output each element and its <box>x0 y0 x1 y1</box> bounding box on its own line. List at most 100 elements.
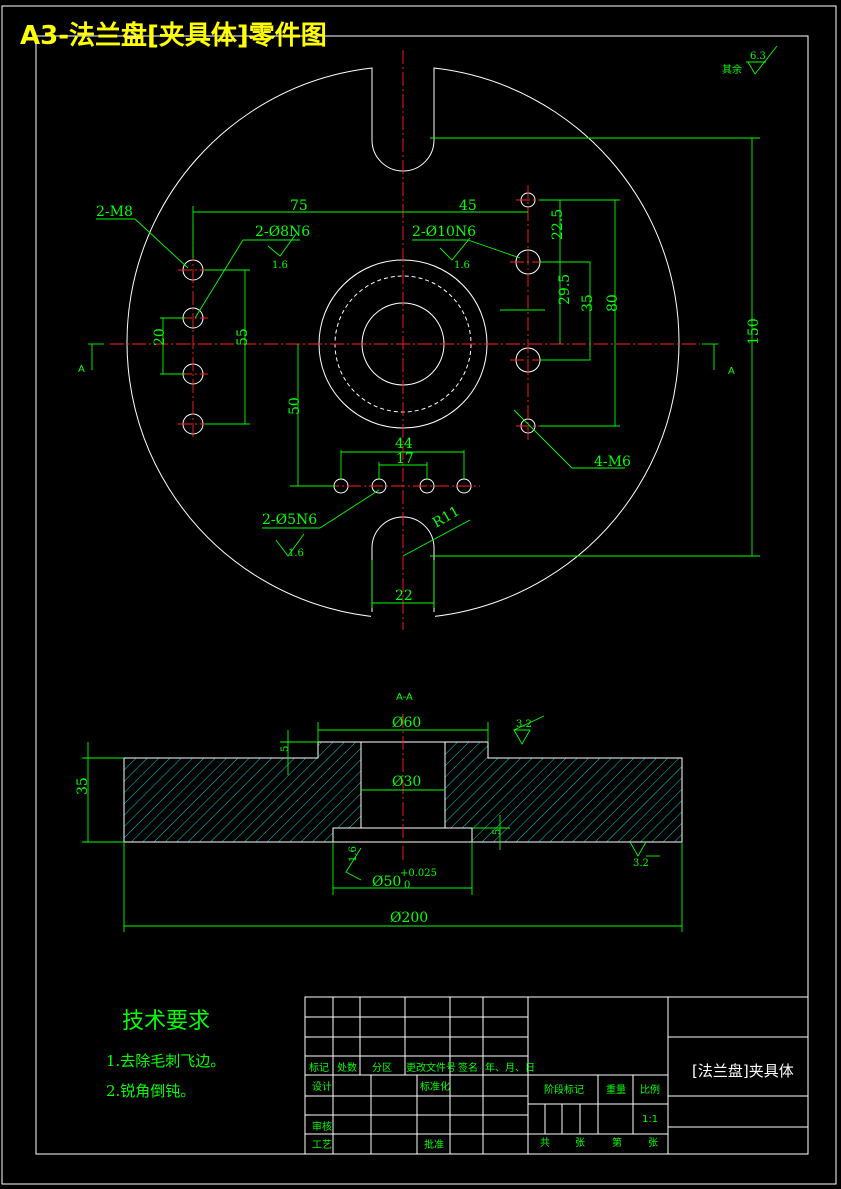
dim-50: 50 <box>287 344 335 487</box>
section-cut-left: A <box>78 343 104 375</box>
svg-text:Ø50: Ø50 <box>372 874 401 890</box>
top-view: 75 45 22.5 29.5 35 80 150 <box>78 50 762 630</box>
section-title: A-A <box>396 692 413 703</box>
tech-item-2: 2.锐角倒钝。 <box>106 1082 195 1100</box>
dim-45: 45 <box>403 198 528 214</box>
svg-text:35: 35 <box>580 294 596 312</box>
svg-text:+0.025: +0.025 <box>400 868 437 879</box>
svg-text:A: A <box>78 364 85 375</box>
svg-text:5: 5 <box>492 829 503 835</box>
svg-text:R11: R11 <box>430 503 463 531</box>
dim-o60: Ø60 <box>317 715 489 742</box>
svg-text:1.6: 1.6 <box>454 260 470 271</box>
roughness-top: 3.2 <box>513 715 545 745</box>
right-holes <box>510 185 546 440</box>
svg-text:年、月、日: 年、月、日 <box>485 1061 535 1074</box>
dim-22: 22 <box>371 560 435 608</box>
part-name: [法兰盘]夹具体 <box>692 1062 794 1080</box>
dim-44-17: 44 17 <box>340 436 465 480</box>
dim-r11: R11 <box>402 503 471 557</box>
svg-text:张: 张 <box>648 1137 658 1149</box>
svg-text:审核: 审核 <box>312 1120 332 1133</box>
svg-text:1.6: 1.6 <box>272 260 288 271</box>
svg-text:张: 张 <box>575 1137 585 1149</box>
svg-text:工艺: 工艺 <box>312 1139 332 1151</box>
callout-4-m6: 4-M6 <box>513 409 631 470</box>
svg-text:重量: 重量 <box>606 1083 626 1096</box>
svg-text:55: 55 <box>235 328 251 346</box>
callout-2-o10n6: 2-Ø10N6 1.6 <box>412 224 521 271</box>
svg-text:5: 5 <box>280 746 291 752</box>
callout-2-o5n6: 2-Ø5N6 1.6 <box>262 489 380 559</box>
section-left-body <box>123 741 362 843</box>
svg-text:批准: 批准 <box>424 1138 444 1151</box>
svg-text:3.2: 3.2 <box>516 719 532 730</box>
svg-text:Ø200: Ø200 <box>390 910 428 926</box>
svg-text:75: 75 <box>290 198 308 214</box>
svg-text:标记: 标记 <box>309 1062 329 1074</box>
svg-text:1.6: 1.6 <box>288 548 304 559</box>
dim-o200: Ø200 <box>123 842 683 932</box>
svg-text:44: 44 <box>395 436 413 452</box>
roughness-bottom: 3.2 <box>629 841 660 869</box>
svg-text:更改文件号: 更改文件号 <box>406 1061 456 1074</box>
section-view: A-A Ø60 Ø30 Ø50 +0.025 0 <box>75 692 683 932</box>
section-right-body <box>444 741 683 843</box>
tech-heading: 技术要求 <box>122 1009 210 1034</box>
svg-text:1.6: 1.6 <box>348 846 359 862</box>
svg-text:签名: 签名 <box>458 1061 478 1074</box>
svg-text:2-Ø5N6: 2-Ø5N6 <box>262 512 317 528</box>
svg-text:分区: 分区 <box>372 1062 392 1074</box>
svg-text:1:1: 1:1 <box>642 1114 658 1125</box>
svg-text:处数: 处数 <box>337 1061 357 1074</box>
svg-text:2-Ø8N6: 2-Ø8N6 <box>255 224 310 240</box>
svg-text:22.5: 22.5 <box>550 209 566 240</box>
dim-150: 150 <box>430 137 762 557</box>
dim-h35: 35 <box>75 742 124 843</box>
svg-text:4-M6: 4-M6 <box>594 454 631 470</box>
callout-2-o8n6: 2-Ø8N6 1.6 <box>194 224 310 319</box>
title-block: 标记 处数 分区 更改文件号 签名 年、月、日 设计 标准化 阶段标记 重量 比… <box>304 996 809 1155</box>
svg-text:29.5: 29.5 <box>557 274 573 305</box>
dim-o50: Ø50 +0.025 0 <box>332 842 473 895</box>
svg-text:Ø60: Ø60 <box>392 715 421 731</box>
bottom-holes <box>325 478 480 494</box>
svg-text:Ø30: Ø30 <box>392 774 421 790</box>
svg-text:阶段标记: 阶段标记 <box>544 1083 584 1096</box>
svg-text:共: 共 <box>540 1137 550 1149</box>
svg-text:第: 第 <box>612 1136 622 1149</box>
dim-left-vertical: 20 55 <box>152 269 251 425</box>
drawing-title: A3-法兰盘[夹具体]零件图 <box>20 20 327 51</box>
svg-text:22: 22 <box>395 588 413 604</box>
roughness-other: 其余 6.3 <box>722 45 778 76</box>
svg-text:3.2: 3.2 <box>633 858 649 869</box>
svg-text:17: 17 <box>396 451 414 467</box>
callout-2-m8: 2-M8 <box>96 204 189 269</box>
dim-h5-bottom: 5 <box>472 815 510 850</box>
svg-text:0: 0 <box>404 880 410 891</box>
tech-item-1: 1.去除毛刺飞边。 <box>106 1052 225 1070</box>
svg-text:比例: 比例 <box>640 1083 660 1096</box>
svg-text:标准化: 标准化 <box>420 1080 450 1093</box>
roughness-left: 1.6 <box>345 846 362 881</box>
svg-text:20: 20 <box>152 328 168 346</box>
svg-text:2-Ø10N6: 2-Ø10N6 <box>412 224 476 240</box>
svg-text:150: 150 <box>746 318 762 345</box>
svg-text:80: 80 <box>605 294 621 312</box>
dim-o30: Ø30 <box>361 774 445 791</box>
svg-text:A: A <box>728 366 735 377</box>
svg-text:2-M8: 2-M8 <box>96 204 133 220</box>
svg-text:45: 45 <box>459 198 477 214</box>
svg-text:设计: 设计 <box>312 1080 332 1093</box>
dim-h5-top: 5 <box>280 730 318 775</box>
svg-text:35: 35 <box>75 777 91 795</box>
tech-requirements: 技术要求 1.去除毛刺飞边。 2.锐角倒钝。 <box>106 1009 225 1100</box>
outer-frame <box>1 5 837 1185</box>
section-cut-right: A <box>702 343 735 377</box>
svg-text:50: 50 <box>287 397 303 415</box>
inner-frame <box>35 35 809 1155</box>
dim-75: 75 <box>192 198 403 258</box>
svg-text:其余: 其余 <box>722 63 742 76</box>
flange-outline <box>126 67 680 619</box>
